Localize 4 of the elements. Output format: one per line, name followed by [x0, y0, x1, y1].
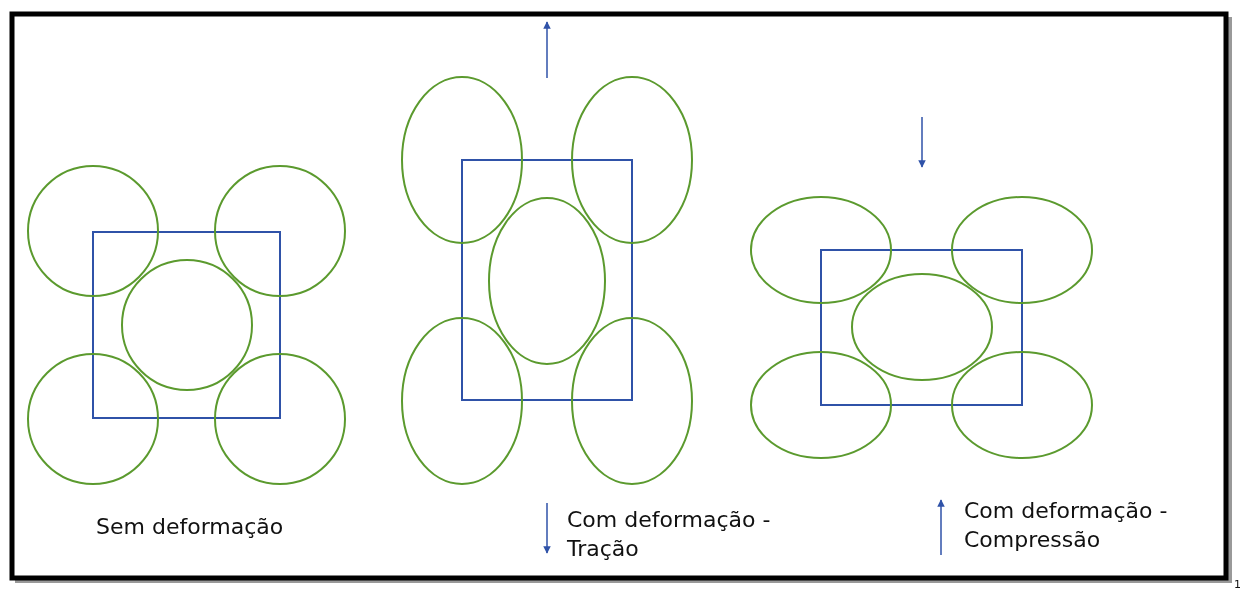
caption-text: Sem deformação [96, 513, 284, 541]
caption-text: Com deformação - Tração [567, 506, 772, 563]
caption-text: Com deformação - Compressão [964, 497, 1169, 554]
page-number: 1 [1234, 578, 1241, 592]
